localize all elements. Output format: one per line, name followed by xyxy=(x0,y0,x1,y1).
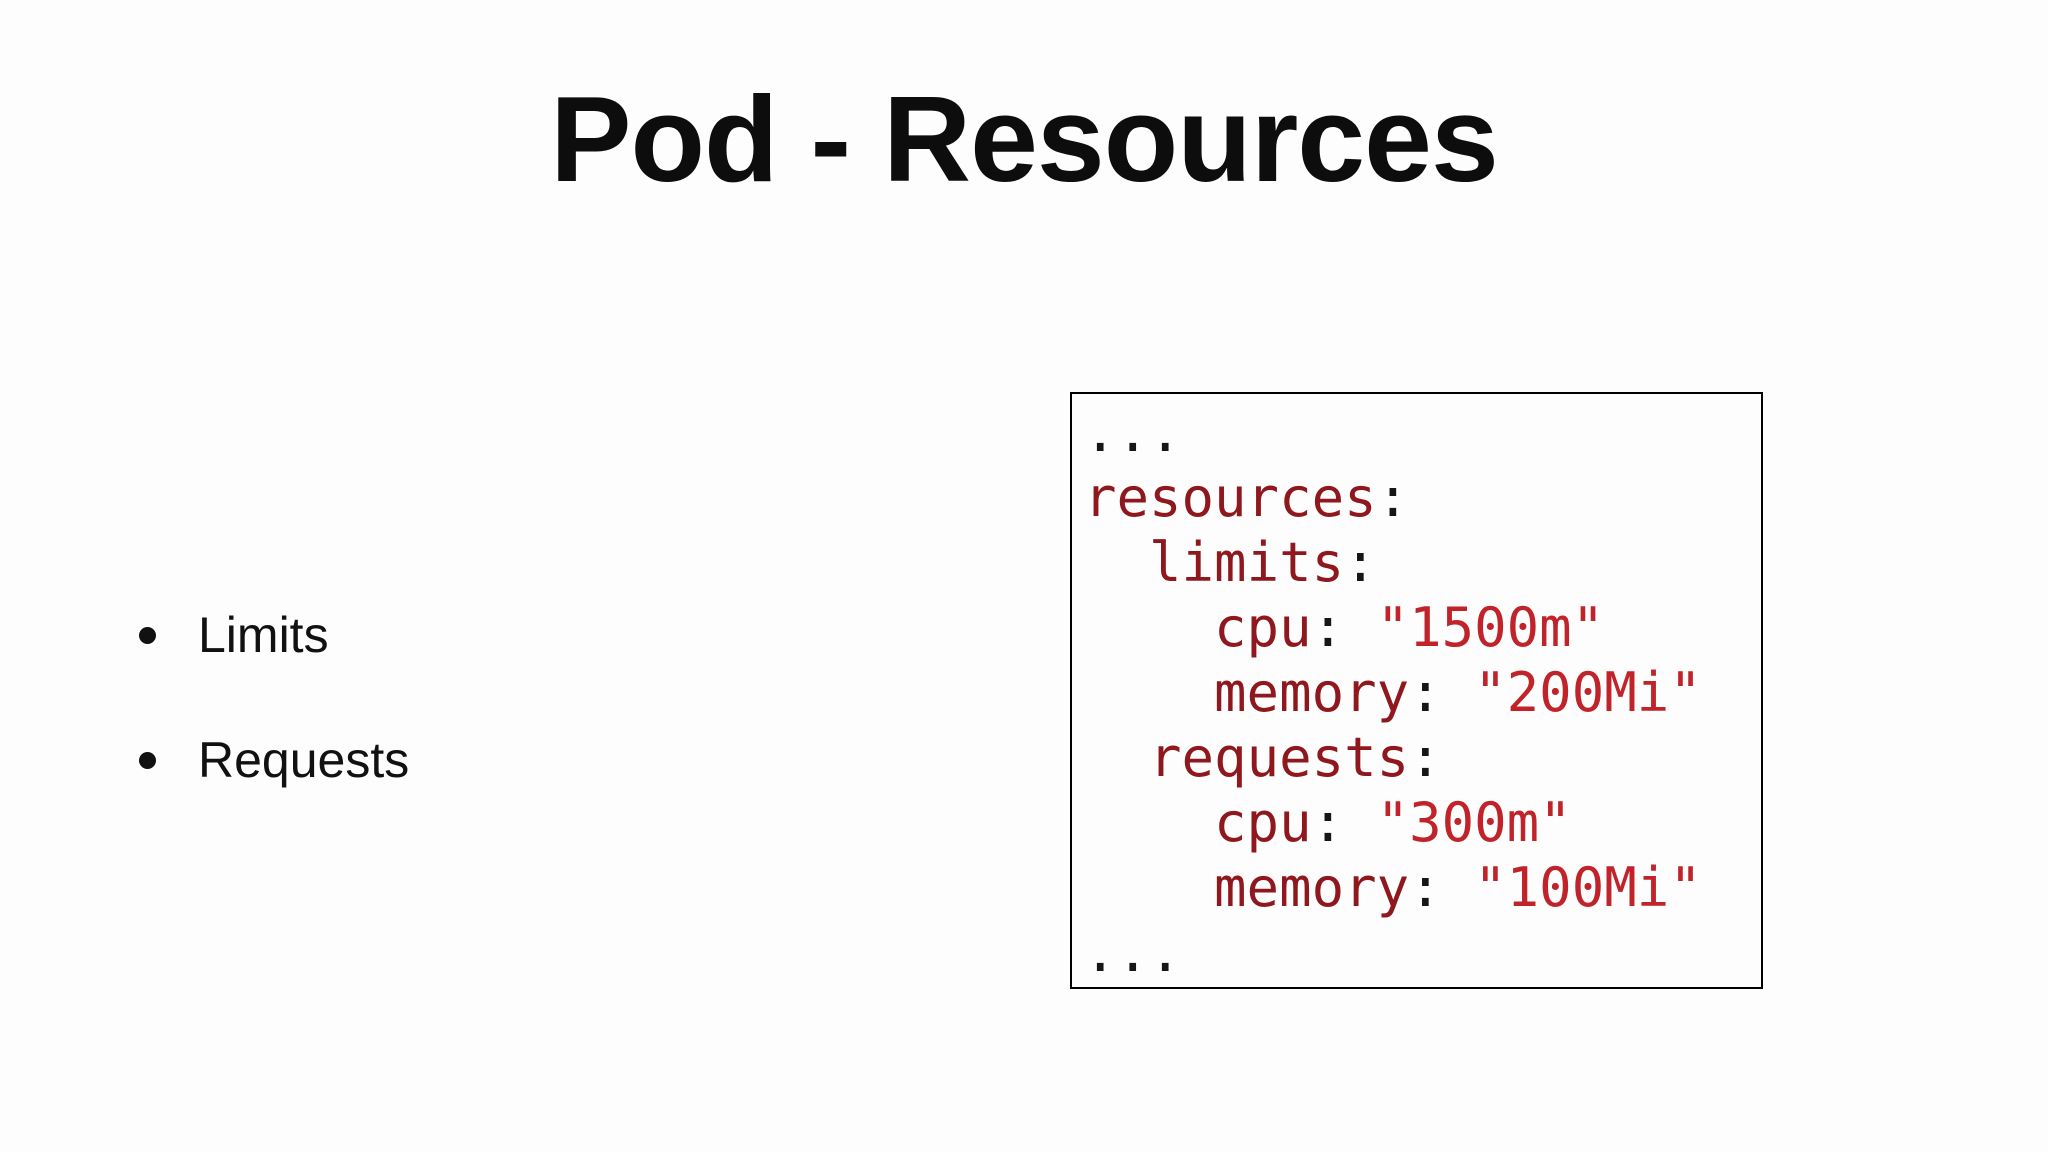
yaml-key: memory xyxy=(1214,856,1410,919)
bullet-dot-icon xyxy=(139,751,156,769)
yaml-key: cpu xyxy=(1214,791,1312,854)
code-indent xyxy=(1084,531,1149,594)
yaml-ellipsis: ... xyxy=(1084,921,1182,984)
code-line: memory: "100Mi" xyxy=(1084,855,1751,920)
code-line: requests: xyxy=(1084,725,1751,790)
yaml-ellipsis: ... xyxy=(1084,401,1182,464)
code-line: cpu: "1500m" xyxy=(1084,595,1751,660)
bullet-list: Limits Requests xyxy=(139,605,409,855)
code-indent xyxy=(1084,856,1214,919)
yaml-colon: : xyxy=(1409,726,1442,789)
bullet-item-requests: Requests xyxy=(139,730,409,790)
bullet-dot-icon xyxy=(139,626,156,644)
bullet-item-limits: Limits xyxy=(139,605,409,665)
code-line: resources: xyxy=(1084,465,1751,530)
yaml-key: resources xyxy=(1084,466,1377,529)
yaml-colon: : xyxy=(1376,466,1410,529)
yaml-key: cpu xyxy=(1214,596,1312,659)
code-line: limits: xyxy=(1084,530,1751,595)
yaml-value: "100Mi" xyxy=(1474,856,1702,919)
slide-title: Pod - Resources xyxy=(550,71,1499,207)
yaml-value: "200Mi" xyxy=(1474,661,1702,724)
yaml-key: requests xyxy=(1149,726,1410,789)
yaml-code-box: ... resources: limits: cpu: "1500m" memo… xyxy=(1070,392,1763,989)
code-indent xyxy=(1084,596,1214,659)
yaml-value: "300m" xyxy=(1376,791,1572,854)
code-indent xyxy=(1084,726,1149,789)
yaml-key: memory xyxy=(1214,661,1410,724)
code-indent xyxy=(1084,661,1214,724)
yaml-colon: : xyxy=(1344,531,1377,594)
yaml-colon: : xyxy=(1409,661,1475,724)
yaml-colon: : xyxy=(1409,856,1475,919)
code-line: ... xyxy=(1084,400,1751,465)
bullet-label: Requests xyxy=(198,732,410,788)
code-indent xyxy=(1084,791,1214,854)
yaml-colon: : xyxy=(1311,596,1377,659)
code-line: cpu: "300m" xyxy=(1084,790,1751,855)
code-line: ... xyxy=(1084,920,1751,985)
yaml-key: limits xyxy=(1149,531,1345,594)
yaml-colon: : xyxy=(1311,791,1377,854)
bullet-label: Limits xyxy=(198,607,329,663)
yaml-value: "1500m" xyxy=(1376,596,1605,659)
code-line: memory: "200Mi" xyxy=(1084,660,1751,725)
